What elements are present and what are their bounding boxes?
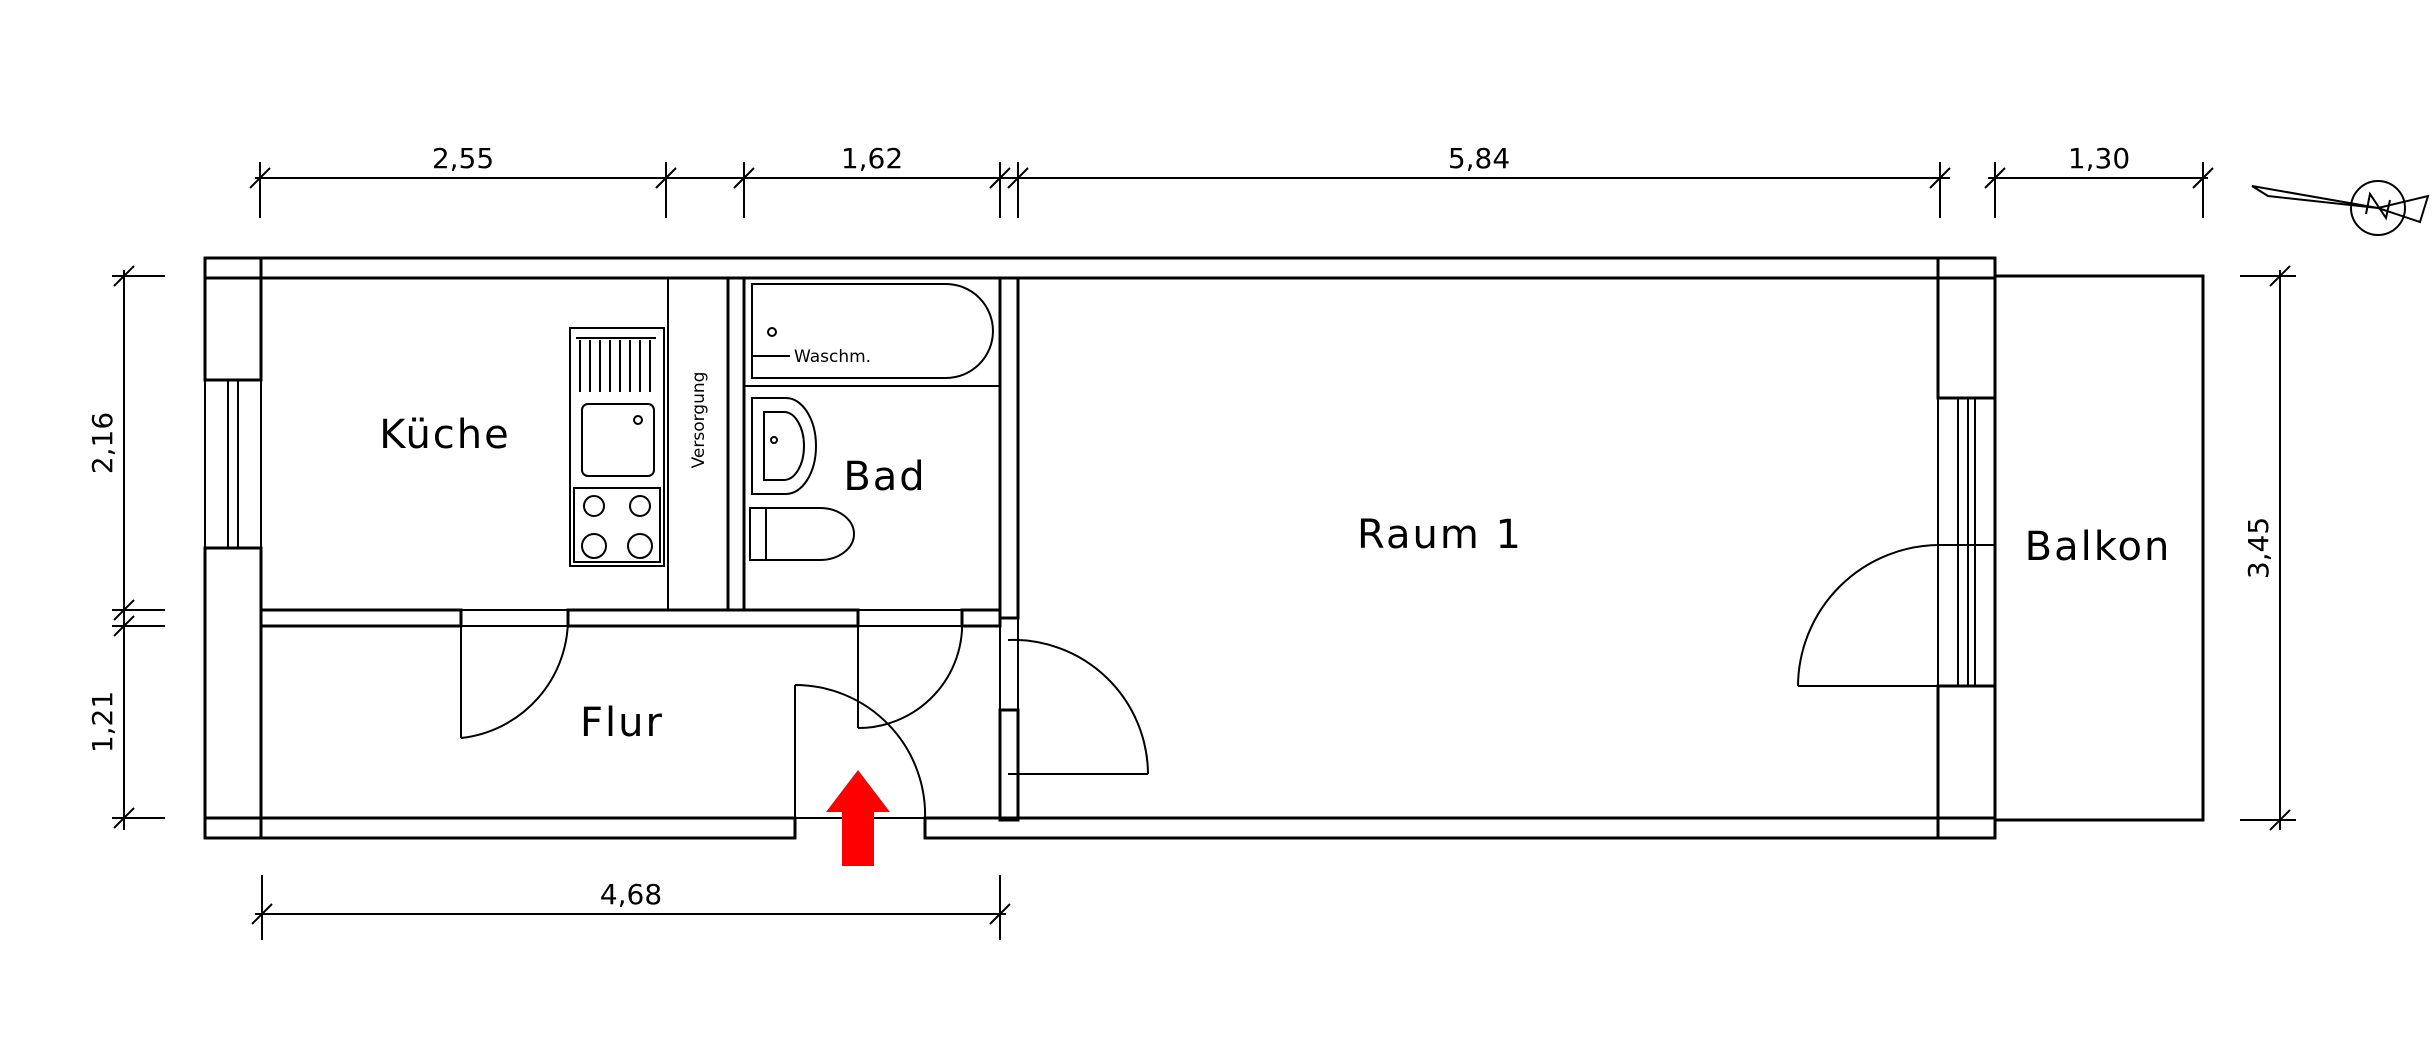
bath-fixtures	[744, 283, 1000, 561]
waschm-label: Waschm.	[794, 347, 871, 367]
toilet-icon	[749, 507, 855, 561]
dim-left-flur: 1,21	[86, 691, 119, 753]
drainboard-icon	[576, 337, 656, 392]
dim-right-total: 3,45	[2242, 517, 2275, 579]
room-outlines	[260, 277, 1939, 819]
washbasin-icon	[751, 397, 817, 495]
sink-icon	[581, 403, 655, 477]
room-label-kueche: Küche	[379, 412, 511, 458]
walls	[203, 256, 1997, 840]
north-arrow-icon	[2251, 180, 2430, 236]
left-window	[204, 380, 262, 548]
room-label-flur: Flur	[580, 700, 664, 746]
kitchen-fixtures	[569, 277, 729, 611]
entrance-arrow-icon	[826, 770, 890, 866]
bathtub-icon	[751, 283, 994, 379]
dim-top-raum: 5,84	[1448, 142, 1510, 175]
dim-top-bad: 1,62	[841, 142, 903, 175]
dimension-lines	[112, 162, 2296, 940]
stove-icon	[573, 487, 661, 563]
balcony-window	[1957, 398, 1976, 686]
balcony-outline	[1993, 274, 2205, 822]
room-label-bad: Bad	[843, 454, 926, 500]
doors	[460, 544, 1995, 828]
dim-top-kueche: 2,55	[432, 142, 494, 175]
room-label-raum1: Raum 1	[1357, 512, 1523, 558]
room-label-balkon: Balkon	[2025, 524, 2172, 570]
versorgung-label: Versorgung	[689, 372, 709, 469]
dim-top-balkon: 1,30	[2068, 142, 2130, 175]
dim-left-kueche: 2,16	[86, 412, 119, 474]
dim-bottom-flur: 4,68	[600, 878, 662, 911]
